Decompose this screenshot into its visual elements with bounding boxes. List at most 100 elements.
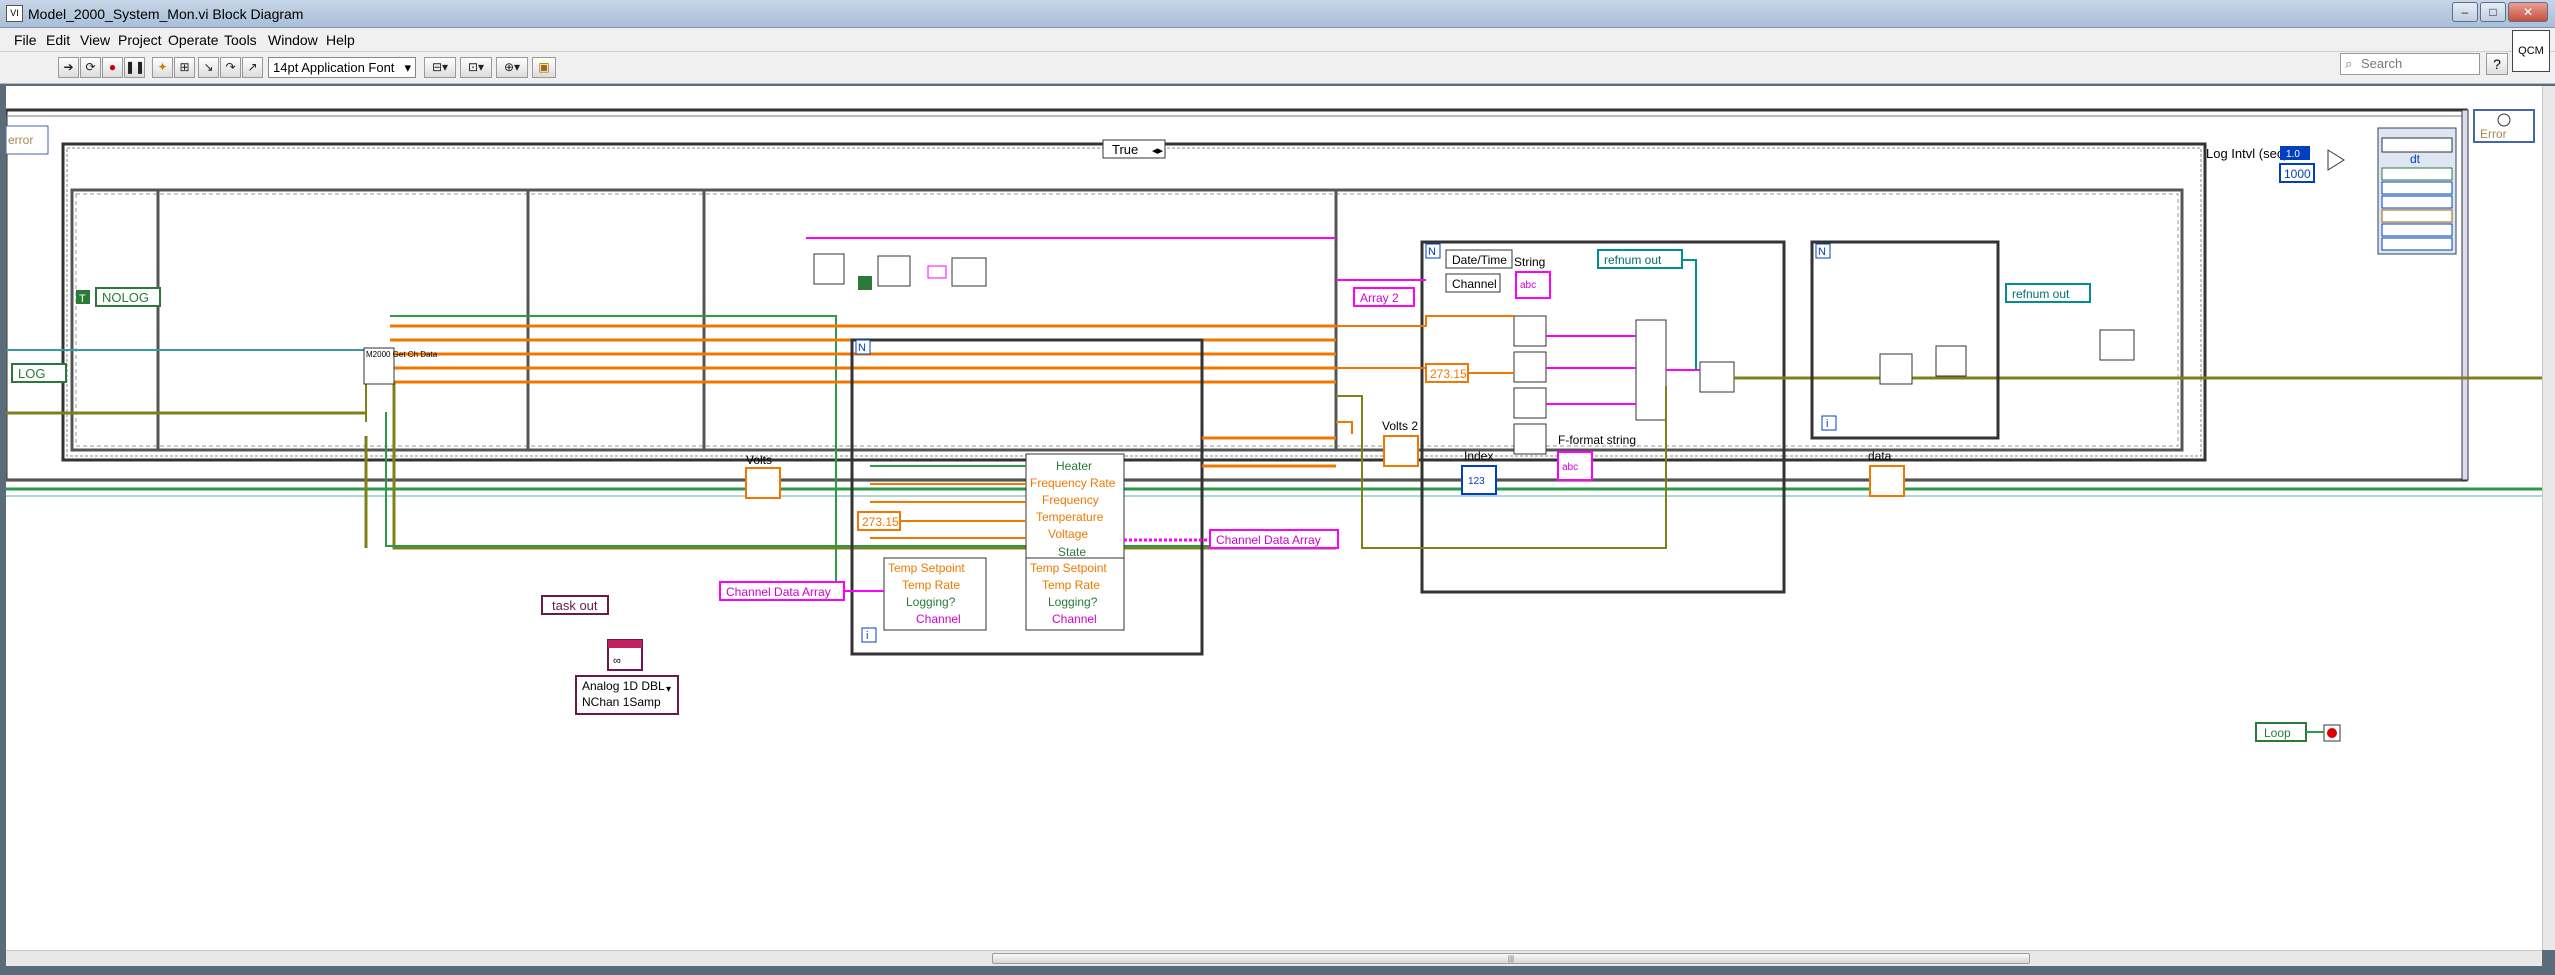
constant-273-15-label: 273.15: [862, 515, 899, 529]
font-select-label: 14pt Application Font: [273, 60, 395, 75]
step-into-icon[interactable]: ↘: [198, 57, 219, 78]
menu-help[interactable]: Help: [326, 32, 355, 48]
highlight-execution-icon[interactable]: ✦: [152, 57, 173, 78]
constant-273-15-b-label: 273.15: [1430, 367, 1467, 381]
search-icon: ⌕: [2345, 56, 2353, 71]
wait-timer-cluster[interactable]: dt: [2377, 127, 2457, 255]
log-intvl-label: Log Intvl (sec): [2206, 146, 2288, 161]
close-file-node[interactable]: [2099, 329, 2135, 361]
reorder-icon[interactable]: ⊕▾: [496, 57, 528, 78]
retain-wire-values-icon[interactable]: ⊞: [174, 57, 195, 78]
title-bar[interactable]: VI Model_2000_System_Mon.vi Block Diagra…: [0, 0, 2555, 28]
date-time-label: Date/Time: [1452, 253, 1507, 267]
true-constant[interactable]: T: [76, 290, 90, 305]
format-subvi-nodes[interactable]: [1513, 315, 1735, 455]
case-selector[interactable]: True ◂▸: [1102, 139, 1166, 159]
vi-icon-tile: QCM: [2512, 30, 2550, 72]
log-intvl-control[interactable]: 1.0: [2280, 146, 2310, 160]
run-arrow-icon[interactable]: ➔: [58, 57, 79, 78]
log-enum-constant[interactable]: LOG: [11, 363, 67, 383]
for-loop-middle[interactable]: N i: [850, 338, 1204, 656]
string-indicator[interactable]: abc: [1515, 271, 1551, 299]
small-subvi-cluster[interactable]: [813, 253, 987, 290]
constant-273-15[interactable]: 273.15: [857, 511, 901, 531]
bundle-by-name-top[interactable]: Heater Frequency Rate Frequency Temperat…: [1025, 453, 1125, 567]
maximize-button[interactable]: □: [2480, 2, 2506, 22]
bundle-temp-setpoint: Temp Setpoint: [1030, 561, 1107, 575]
bundle-by-name-bottom[interactable]: Temp Setpoint Temp Rate Logging? Channel: [1025, 557, 1125, 631]
index-value: 123: [1468, 476, 1485, 487]
abort-icon[interactable]: ●: [102, 57, 123, 78]
distribute-icon[interactable]: ⊡▾: [460, 57, 492, 78]
menu-edit[interactable]: Edit: [46, 32, 71, 48]
flat-sequence[interactable]: [70, 188, 2184, 452]
menu-operate[interactable]: Operate: [168, 32, 219, 48]
format-loop-n-label: N: [1428, 246, 1436, 258]
constant-273-15-b[interactable]: 273.15: [1425, 363, 1469, 383]
vertical-scrollbar[interactable]: [2542, 86, 2555, 950]
date-time-constant[interactable]: Date/Time: [1445, 249, 1513, 269]
index-control[interactable]: 123: [1461, 465, 1497, 495]
for-loop-right[interactable]: N i: [1810, 240, 2000, 440]
nolog-enum-constant[interactable]: NOLOG: [95, 287, 161, 307]
analog-1d-dbl-selector[interactable]: Analog 1D DBL NChan 1Samp ▾: [575, 675, 679, 715]
loop-stop-control[interactable]: Loop: [2255, 722, 2307, 742]
multiply-node[interactable]: [2327, 149, 2345, 171]
index-label: Index: [1464, 449, 1493, 463]
menu-project[interactable]: Project: [118, 32, 162, 48]
data-indicator[interactable]: [1869, 465, 1905, 497]
horizontal-scrollbar-thumb[interactable]: |||: [992, 953, 2030, 964]
channel-data-array-right[interactable]: Channel Data Array: [1209, 529, 1339, 549]
channel-constant[interactable]: Channel: [1445, 273, 1501, 293]
task-out-property[interactable]: task out: [541, 595, 609, 615]
cleanup-icon[interactable]: ▣: [532, 57, 556, 78]
case-selector-arrow-icon: ◂▸: [1152, 145, 1164, 157]
horizontal-scrollbar[interactable]: |||: [6, 950, 2542, 966]
array2-control[interactable]: Array 2: [1353, 287, 1415, 307]
step-out-icon[interactable]: ↗: [242, 57, 263, 78]
menu-file[interactable]: File: [14, 32, 37, 48]
minimize-button[interactable]: –: [2452, 2, 2478, 22]
while-loop-outer[interactable]: [6, 108, 2468, 482]
daqmx-read-node[interactable]: ∞: [607, 639, 643, 671]
volts-indicator[interactable]: [745, 467, 781, 499]
string-label: String: [1514, 255, 1545, 269]
search-input[interactable]: ⌕ Search: [2340, 53, 2480, 75]
pause-icon[interactable]: ❚❚: [124, 57, 145, 78]
channel-data-array-left-label: Channel Data Array: [726, 585, 831, 599]
refnum-out-2[interactable]: refnum out: [2005, 283, 2091, 303]
menu-window[interactable]: Window: [268, 32, 318, 48]
unbundle-by-name[interactable]: Temp Setpoint Temp Rate Logging? Channel: [883, 557, 987, 631]
wires-middle[interactable]: [844, 436, 1336, 592]
channel-data-array-left[interactable]: Channel Data Array: [719, 581, 845, 601]
refnum-out-1[interactable]: refnum out: [1597, 249, 1683, 269]
help-button[interactable]: ?: [2486, 53, 2508, 75]
task-out-label: task out: [552, 598, 598, 613]
close-button[interactable]: ✕: [2508, 2, 2548, 22]
align-icon[interactable]: ⊟▾: [424, 57, 456, 78]
build-array-node[interactable]: [1635, 319, 1667, 421]
wires-right[interactable]: [1336, 259, 2542, 549]
error-cluster-right[interactable]: Error: [2473, 109, 2535, 143]
font-select[interactable]: 14pt Application Font▾: [268, 57, 416, 78]
wires-left[interactable]: [6, 237, 1336, 586]
analog-select-line2: NChan 1Samp: [582, 695, 661, 709]
m2000-get-ch-data-subvi[interactable]: M2000 Get Ch Data: [363, 347, 438, 385]
loop-condition-terminal[interactable]: [2323, 724, 2341, 742]
channel-data-array-right-label: Channel Data Array: [1216, 533, 1321, 547]
menu-tools[interactable]: Tools: [224, 32, 257, 48]
block-diagram-canvas[interactable]: True ◂▸ error LOG: [6, 86, 2542, 950]
run-continuous-icon[interactable]: ⟳: [80, 57, 101, 78]
constant-1000[interactable]: 1000: [2279, 163, 2315, 183]
volts2-indicator[interactable]: [1383, 435, 1419, 467]
for-loop-format[interactable]: N: [1420, 240, 1786, 594]
step-over-icon[interactable]: ↷: [220, 57, 241, 78]
unbundle-logging: Logging?: [906, 595, 956, 609]
bundle-temp-rate: Temp Rate: [1042, 578, 1100, 592]
f-format-indicator[interactable]: abc: [1557, 451, 1593, 481]
f-format-abc-label: abc: [1562, 462, 1578, 473]
error-cluster-left[interactable]: error: [6, 125, 49, 155]
refnum-out-1-label: refnum out: [1604, 253, 1662, 267]
menu-view[interactable]: View: [80, 32, 111, 48]
log-label: LOG: [18, 366, 45, 381]
